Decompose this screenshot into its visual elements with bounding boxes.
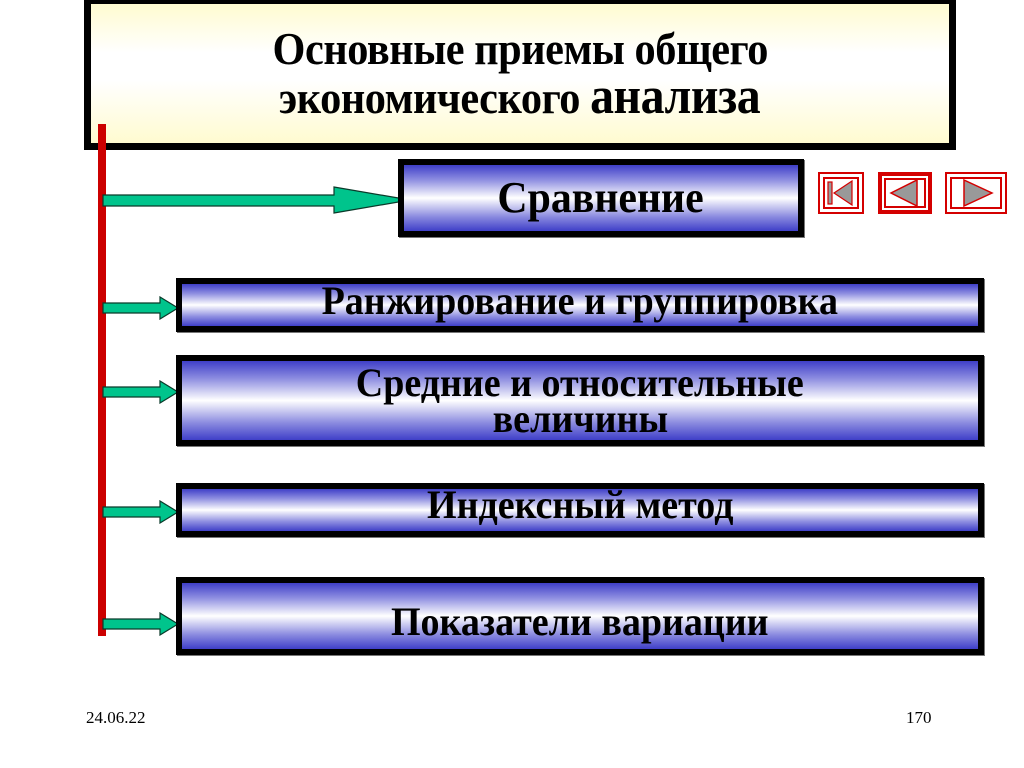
previous-slide-button[interactable]: [878, 172, 932, 214]
first-slide-icon: [827, 179, 853, 207]
slide-title-word: анализа: [590, 68, 761, 125]
arrow-right-icon: [102, 612, 180, 636]
method-box-ranking-grouping: Ранжирование и группировка: [176, 278, 984, 332]
first-slide-button[interactable]: [818, 172, 864, 214]
arrow-right-icon: [102, 380, 180, 404]
method-label-line-1: Средние и относительные: [356, 360, 804, 405]
arrow-right-icon: [102, 500, 180, 524]
method-label: Сравнение: [497, 173, 705, 222]
slide-title-line-1: Основные приемы общего: [272, 23, 768, 74]
method-box-averages-relative: Средние и относительные величины: [176, 355, 984, 446]
slide-page-number: 170: [906, 708, 932, 727]
method-label: Индексный метод: [426, 482, 734, 527]
arrow-right-icon: [102, 296, 180, 320]
next-slide-icon: [963, 178, 994, 208]
method-label: Ранжирование и группировка: [321, 278, 839, 323]
slide-title-box: Основные приемы общего экономического ан…: [84, 0, 956, 150]
method-box-comparison: Сравнение: [398, 159, 804, 237]
method-box-variation-indicators: Показатели вариации: [176, 577, 984, 655]
slide-title-line-2: экономического анализа: [279, 71, 761, 123]
slide-title-word: экономического: [279, 72, 581, 123]
method-box-index-method: Индексный метод: [176, 483, 984, 537]
vertical-connector-line: [98, 124, 106, 636]
slide-date: 24.06.22: [86, 708, 146, 727]
method-label: Показатели вариации: [391, 599, 769, 644]
previous-slide-icon: [889, 178, 918, 208]
method-label-line-2: величины: [492, 396, 668, 441]
next-slide-button[interactable]: [945, 172, 1007, 214]
arrow-right-icon: [102, 186, 411, 214]
